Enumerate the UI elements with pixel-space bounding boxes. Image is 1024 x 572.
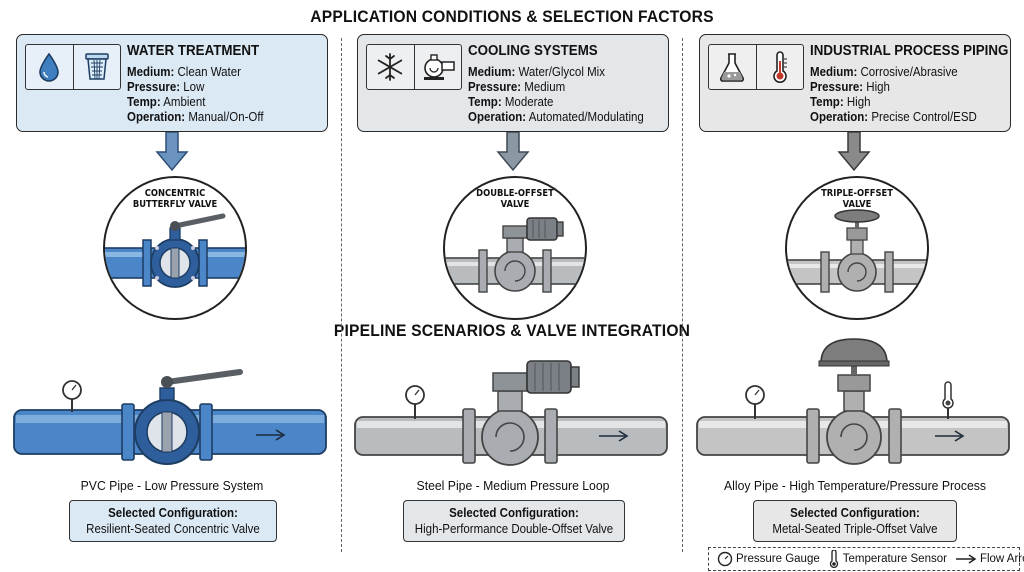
- legend-item-flow: Flow Arrow: [955, 553, 1024, 565]
- down-arrow-icon: [155, 132, 189, 172]
- spec-medium: Medium: Corrosive/Abrasive: [810, 65, 958, 79]
- snowflake-icon: [378, 53, 403, 81]
- legend-sensor-label: Temperature Sensor: [842, 553, 947, 565]
- pipe-label-1: PVC Pipe - Low Pressure System: [80, 478, 264, 493]
- selected-config-3: Selected Configuration: Metal-Seated Tri…: [753, 500, 957, 542]
- legend-flow-label: Flow Arrow: [979, 553, 1024, 565]
- spec-operation: Operation: Precise Control/ESD: [810, 110, 977, 124]
- top-heading: APPLICATION CONDITIONS & SELECTION FACTO…: [310, 7, 714, 26]
- butterfly-valve-icon: [105, 213, 245, 288]
- temperature-sensor-icon: [942, 381, 954, 409]
- card-icons: [25, 44, 121, 90]
- card-icons: [366, 44, 462, 90]
- legend-gauge-label: Pressure Gauge: [736, 553, 820, 565]
- card-title: INDUSTRIAL PROCESS PIPING: [810, 43, 1009, 59]
- spec-temp: Temp: Ambient: [127, 95, 206, 109]
- thermometer-icon: [772, 51, 787, 83]
- spec-temp: Temp: High: [810, 95, 871, 109]
- pump-icon: [423, 54, 455, 80]
- filter-icon: [85, 53, 109, 80]
- spec-medium: Medium: Clean Water: [127, 65, 241, 79]
- spec-pressure: Pressure: High: [810, 80, 890, 94]
- flow-arrow-icon: [955, 554, 977, 564]
- column-divider-2: [682, 38, 683, 552]
- spec-temp: Temp: Moderate: [468, 95, 554, 109]
- pipeline-scene-3: [696, 338, 1010, 465]
- down-arrow-icon: [837, 132, 871, 172]
- pipeline-scene-1: [13, 369, 327, 465]
- card-title: COOLING SYSTEMS: [468, 43, 598, 59]
- pipe-label-2: Steel Pipe - Medium Pressure Loop: [416, 478, 610, 493]
- card-industrial-process: INDUSTRIAL PROCESS PIPING Medium: Corros…: [699, 34, 1011, 132]
- legend-item-gauge: Pressure Gauge: [717, 551, 820, 567]
- legend-item-sensor: Temperature Sensor: [828, 550, 947, 568]
- selected-config-2: Selected Configuration: High-Performance…: [403, 500, 625, 542]
- spec-operation: Operation: Manual/On-Off: [127, 110, 264, 124]
- spec-pressure: Pressure: Low: [127, 80, 205, 94]
- legend: Pressure Gauge Temperature Sensor Flow A…: [708, 547, 1024, 571]
- card-icons: [708, 44, 804, 90]
- spec-medium: Medium: Water/Glycol Mix: [468, 65, 605, 79]
- card-title: WATER TREATMENT: [127, 43, 260, 59]
- water-drop-icon: [39, 52, 60, 82]
- column-divider-1: [341, 38, 342, 552]
- down-arrow-icon: [496, 132, 530, 172]
- double-offset-valve-icon: [445, 217, 585, 293]
- pressure-gauge-icon: [717, 551, 733, 567]
- spec-pressure: Pressure: Medium: [468, 80, 566, 94]
- flask-icon: [720, 53, 745, 82]
- temperature-sensor-icon: [829, 550, 838, 568]
- selected-config-1: Selected Configuration: Resilient-Seated…: [69, 500, 277, 542]
- triple-offset-valve-icon: [787, 209, 927, 293]
- card-water-treatment: WATER TREATMENT Medium: Clean Water Pres…: [16, 34, 328, 132]
- pipeline-scene-2: [354, 360, 668, 466]
- card-cooling-systems: COOLING SYSTEMS Medium: Water/Glycol Mix…: [357, 34, 669, 132]
- pipe-label-3: Alloy Pipe - High Temperature/Pressure P…: [724, 478, 986, 493]
- spec-operation: Operation: Automated/Modulating: [468, 110, 644, 124]
- mid-heading: PIPELINE SCENARIOS & VALVE INTEGRATION: [333, 321, 691, 340]
